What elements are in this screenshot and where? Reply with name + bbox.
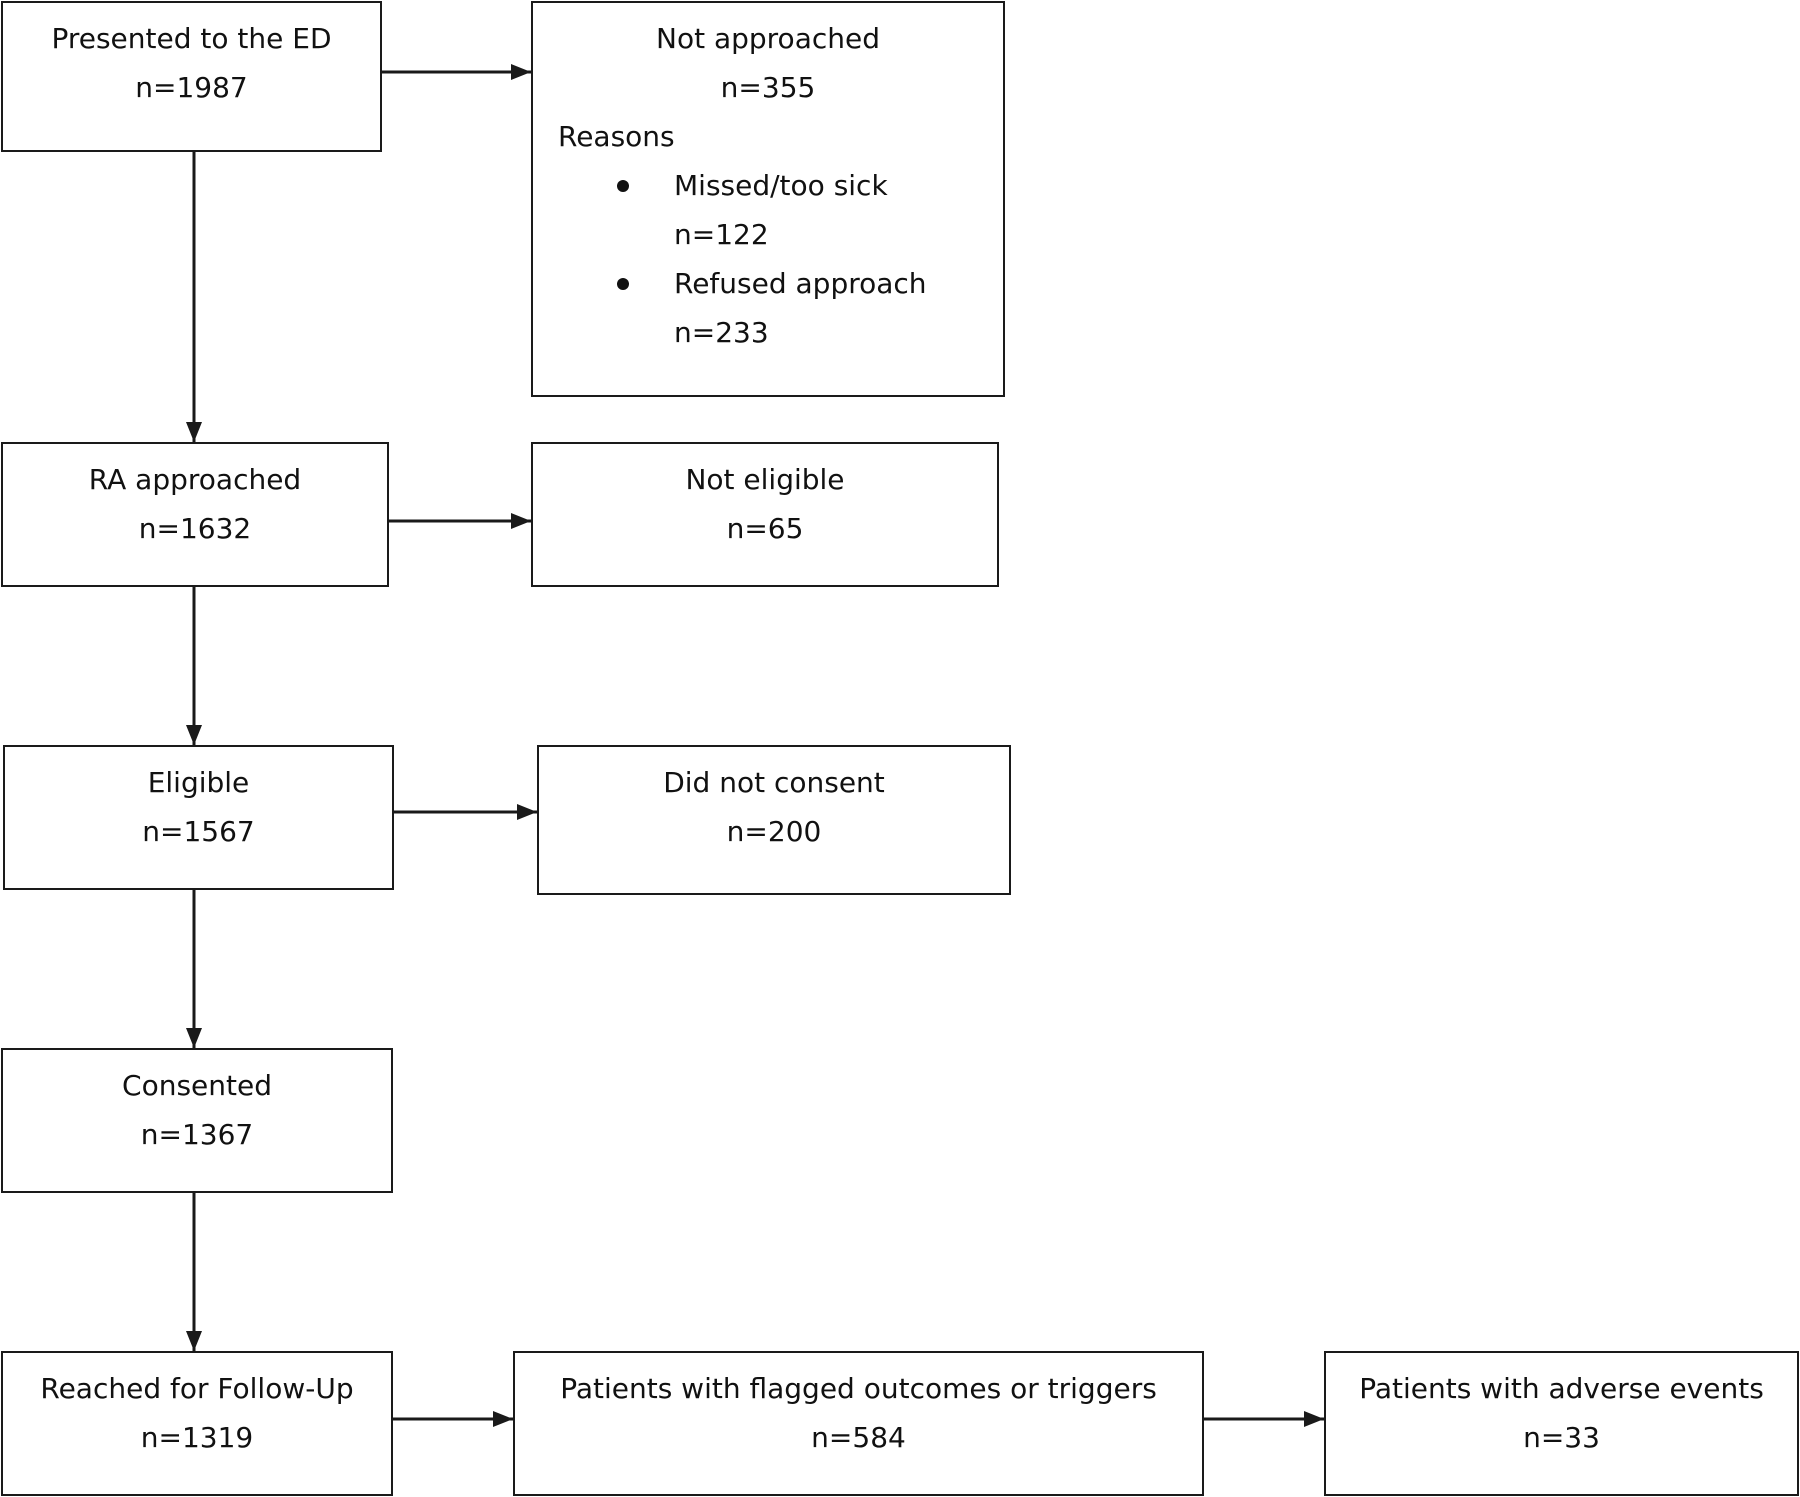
box-ra-approached: RA approached n=1632 (1, 442, 389, 587)
reasons-label: Reasons (558, 120, 675, 153)
box-not-eligible: Not eligible n=65 (531, 442, 999, 587)
box-count: n=1319 (140, 1421, 254, 1454)
box-count: n=33 (1523, 1421, 1600, 1454)
box-count: n=1987 (135, 71, 248, 104)
reason-label: Missed/too sick (674, 169, 888, 202)
reason-count: n=233 (674, 316, 769, 349)
box-count: n=1367 (140, 1118, 254, 1151)
reasons-list: Missed/too sick n=122 Refused approach n… (533, 161, 1003, 357)
box-title: Patients with adverse events (1359, 1372, 1764, 1405)
box-title: Presented to the ED (51, 22, 332, 55)
box-title: Reached for Follow-Up (40, 1372, 354, 1405)
box-count: n=1567 (142, 815, 255, 848)
list-item: Refused approach n=233 (533, 259, 1003, 357)
box-did-not-consent: Did not consent n=200 (537, 745, 1011, 895)
box-count: n=200 (726, 815, 822, 848)
box-count: n=65 (726, 512, 804, 545)
box-title: RA approached (88, 463, 302, 496)
box-title: Eligible (147, 766, 250, 799)
box-presented-to-ed: Presented to the ED n=1987 (1, 1, 382, 152)
bullet-icon (617, 180, 629, 192)
box-title: Consented (122, 1069, 272, 1102)
box-not-approached: Not approached n=355 Reasons Missed/too … (531, 1, 1005, 397)
bullet-icon (617, 278, 629, 290)
box-count: n=1632 (138, 512, 252, 545)
box-count: n=584 (811, 1421, 906, 1454)
box-title: Did not consent (663, 766, 885, 799)
box-consented: Consented n=1367 (1, 1048, 393, 1193)
box-title: Not eligible (685, 463, 845, 496)
reason-count: n=122 (674, 218, 769, 251)
box-flagged-outcomes: Patients with flagged outcomes or trigge… (513, 1351, 1204, 1496)
reason-label: Refused approach (674, 267, 927, 300)
box-adverse-events: Patients with adverse events n=33 (1324, 1351, 1799, 1496)
box-eligible: Eligible n=1567 (3, 745, 394, 890)
list-item: Missed/too sick n=122 (533, 161, 1003, 259)
box-title: Patients with flagged outcomes or trigge… (560, 1372, 1157, 1405)
box-title: Not approached (656, 22, 880, 55)
box-reached-for-follow-up: Reached for Follow-Up n=1319 (1, 1351, 393, 1496)
box-count: n=355 (720, 71, 816, 104)
